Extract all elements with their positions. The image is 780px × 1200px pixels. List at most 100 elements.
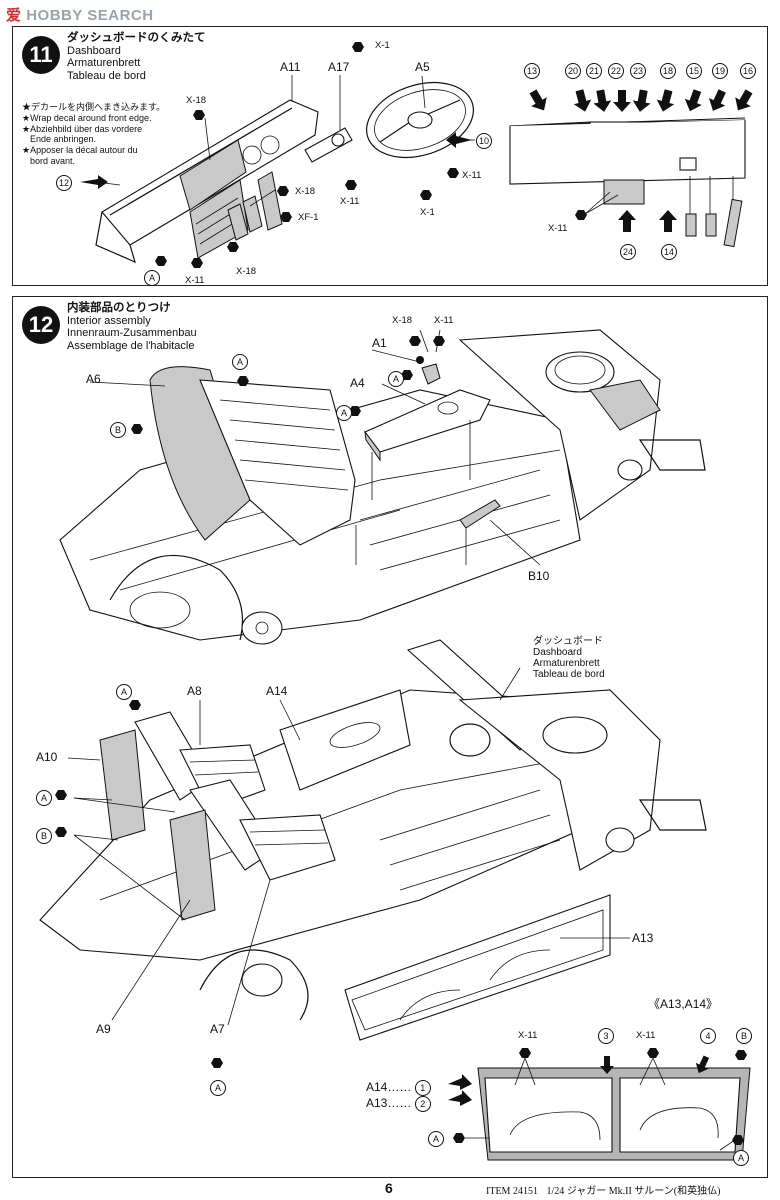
decal-20: 20 <box>565 63 581 79</box>
detail-row2-part: A13 <box>366 1096 388 1110</box>
callout-a-seat: A <box>232 354 248 370</box>
detail-title: 《A13,A14》 <box>648 997 719 1011</box>
step11-title-de: Armaturenbrett <box>67 57 141 69</box>
decal-16: 16 <box>740 63 756 79</box>
label-a9: A9 <box>96 1022 111 1036</box>
dash-label-fr: Tableau de bord <box>533 669 605 680</box>
step11-title-fr: Tableau de bord <box>67 69 146 82</box>
callout-b-seat: B <box>110 422 126 438</box>
dash-label: ダッシュボード Dashboard Armaturenbrett Tableau… <box>533 636 605 680</box>
screw-x11-column: X-11 <box>340 196 360 207</box>
note-en: ★Wrap decal around front edge. <box>22 112 152 123</box>
step12-title: 内装部品のとりつけ Interior assembly Innenraum-Zu… <box>67 302 197 352</box>
label-a10: A10 <box>36 750 58 764</box>
detail-row2-num: 2 <box>414 1096 431 1112</box>
screw-xf1: XF-1 <box>298 212 319 223</box>
decal-23: 23 <box>630 63 646 79</box>
detail-row2-dots: …… <box>387 1096 412 1110</box>
step12-number: 12 <box>22 306 60 344</box>
label-a11: A11 <box>280 60 301 74</box>
callout-a-a8: A <box>116 684 132 700</box>
callout-a-a7: A <box>210 1080 226 1096</box>
dash-label-de: Armaturenbrett <box>533 658 600 669</box>
screw-x1-top: X-1 <box>375 40 390 51</box>
decal-detail-drawing <box>509 89 753 248</box>
decal-15: 15 <box>686 63 702 79</box>
note-fr2: bord avant. <box>30 155 76 166</box>
detail-row1-part: A14 <box>366 1080 388 1094</box>
label-a6: A6 <box>86 372 101 386</box>
detail-row2: A13…… 2 <box>366 1096 431 1112</box>
decal-numbers-row: 13 20 21 22 23 18 15 19 16 <box>524 63 764 79</box>
callout-10: 10 <box>476 133 492 149</box>
screw-x11-bottom: X-11 <box>185 275 205 286</box>
label-a5: A5 <box>415 60 430 74</box>
dashboard-drawing <box>80 42 475 268</box>
detail-row1: A14…… 1 <box>366 1080 431 1096</box>
watermark-text: HOBBY SEARCH <box>26 7 154 24</box>
label-b10: B10 <box>528 569 550 583</box>
note-fr1: ★Apposer la décal autour du <box>22 145 138 156</box>
decal-14: 14 <box>661 244 677 260</box>
decal-24: 24 <box>620 244 636 260</box>
screw-x18-step12: X-18 <box>392 315 413 326</box>
label-a8: A8 <box>187 684 202 698</box>
screw-x18-left: X-18 <box>186 95 207 106</box>
detail-callout-a-left: A <box>428 1131 444 1147</box>
label-a13: A13 <box>632 931 654 945</box>
note-de2: Ende anbringen. <box>30 134 97 145</box>
step11-title-jp: ダッシュボードのくみたて <box>67 32 206 44</box>
screw-x11-decal: X-11 <box>548 223 568 234</box>
screw-x11-step12: X-11 <box>434 315 454 326</box>
watermark: 爱 HOBBY SEARCH <box>6 4 154 25</box>
step11-note: ★デカールを内側へまき込みます。 ★Wrap decal around fron… <box>22 102 172 167</box>
note-de1: ★Abziehbild über das vordere <box>22 123 143 134</box>
footer-item-code: ITEM 24151 <box>486 1186 538 1197</box>
label-a17: A17 <box>328 60 350 74</box>
decal-13: 13 <box>524 63 540 79</box>
dash-label-en: Dashboard <box>533 647 582 658</box>
callout-a-console: A <box>336 405 352 421</box>
label-a7: A7 <box>210 1022 225 1036</box>
label-a14: A14 <box>266 684 288 698</box>
footer-item-desc: 1/24 ジャガー Mk.II サルーン(和英独仏) <box>546 1186 721 1197</box>
screw-x11-wheel: X-11 <box>462 170 482 181</box>
callout-a-knob: A <box>388 371 404 387</box>
decal-18: 18 <box>660 63 676 79</box>
screw-x1-wheel: X-1 <box>420 207 435 218</box>
detail-callout-a-right: A <box>733 1150 749 1166</box>
callout-a-a10: A <box>36 790 52 806</box>
screw-x18-mid: X-18 <box>295 186 316 197</box>
detail-x11-left: X-11 <box>518 1030 538 1041</box>
detail-num-3: 3 <box>598 1028 614 1044</box>
step12-title-en: Interior assembly <box>67 314 151 327</box>
label-a1: A1 <box>372 336 387 350</box>
watermark-jp: 爱 <box>6 7 22 24</box>
step12-title-fr: Assemblage de l'habitacle <box>67 339 195 352</box>
step11-title: ダッシュボードのくみたて Dashboard Armaturenbrett Ta… <box>67 32 205 82</box>
callout-12: 12 <box>56 175 72 191</box>
detail-row1-num: 1 <box>414 1080 431 1096</box>
decal-21: 21 <box>586 63 602 79</box>
page-number: 6 <box>385 1180 393 1196</box>
detail-row1-dots: …… <box>387 1080 412 1094</box>
step11-number: 11 <box>22 36 60 74</box>
callout-a-step11: A <box>144 270 160 286</box>
detail-x11-right: X-11 <box>636 1030 656 1041</box>
decal-19: 19 <box>712 63 728 79</box>
callout-b-a10: B <box>36 828 52 844</box>
dash-label-jp: ダッシュボード <box>533 636 603 647</box>
step11-title-en: Dashboard <box>67 44 121 57</box>
screw-x18-bottom: X-18 <box>236 266 257 277</box>
decal-22: 22 <box>608 63 624 79</box>
detail-callout-b: B <box>736 1028 752 1044</box>
detail-num-4: 4 <box>700 1028 716 1044</box>
label-a4: A4 <box>350 376 365 390</box>
step12-title-jp: 内装部品のとりつけ <box>67 302 171 314</box>
step12-title-de: Innenraum-Zusammenbau <box>67 327 197 339</box>
note-jp: ★デカールを内側へまき込みます。 <box>22 102 166 112</box>
footer-item: ITEM 24151 1/24 ジャガー Mk.II サルーン(和英独仏) <box>486 1182 720 1197</box>
